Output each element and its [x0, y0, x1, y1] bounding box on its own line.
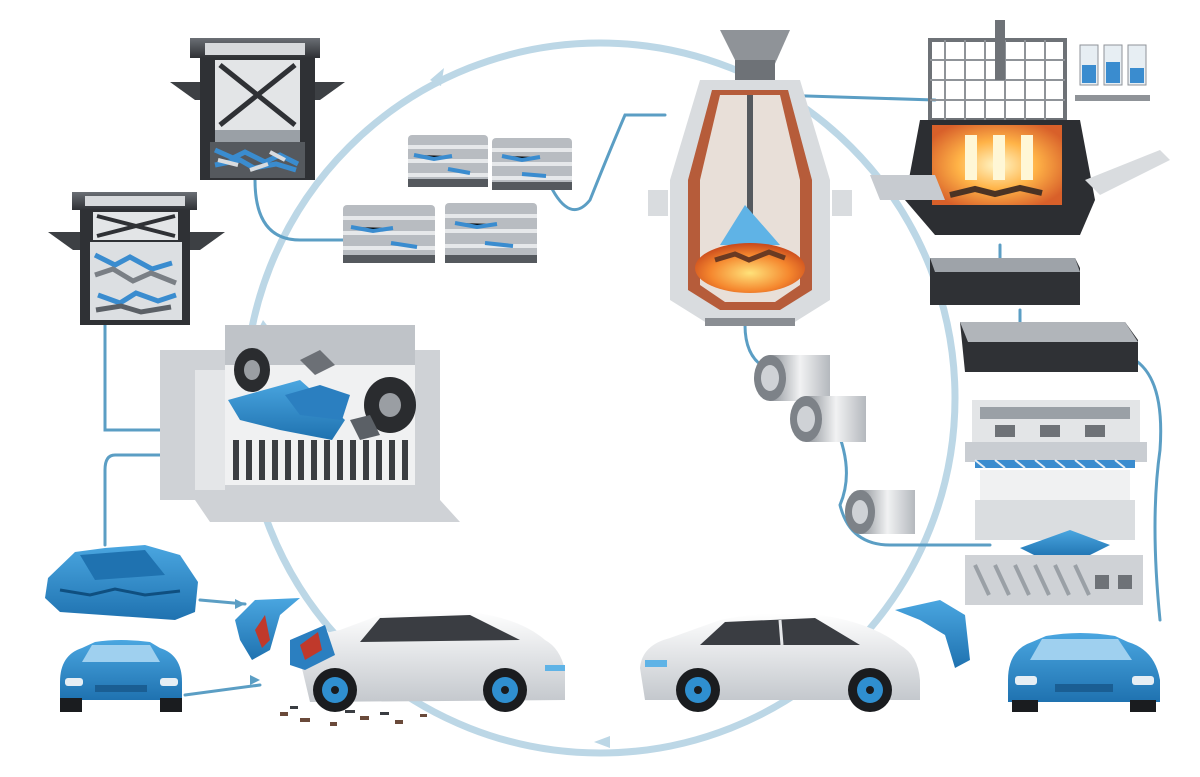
- cycle-chevron-bottom: [594, 736, 610, 748]
- steel-slab-icon: [930, 258, 1080, 305]
- cycle-chevron-top-left: [430, 68, 444, 86]
- car-front-icon: [60, 640, 182, 712]
- flow-arrowhead: [250, 675, 260, 685]
- steel-coil-icon: [845, 490, 915, 534]
- car-door-panel-icon: [235, 598, 300, 660]
- crushed-car-body-icon: [45, 545, 198, 620]
- shredder-icon: [160, 325, 460, 522]
- car-door-panel-icon: [895, 600, 970, 668]
- baling-press-icon: [170, 38, 345, 180]
- stamping-press-icon: [965, 400, 1147, 605]
- steel-slab-icon: [960, 322, 1138, 372]
- arc-furnace-icon: [870, 20, 1170, 235]
- flow-arrowhead: [235, 599, 245, 609]
- scrap-bales-icon: [343, 135, 572, 263]
- new-car-icon: [640, 613, 920, 712]
- baling-press-icon: [48, 192, 225, 325]
- wrecked-car-icon: [280, 610, 565, 726]
- steel-coil-icon: [790, 396, 866, 442]
- car-front-icon: [1008, 633, 1160, 712]
- steel-coil-icon: [754, 355, 830, 401]
- converter-furnace-icon: [648, 30, 852, 326]
